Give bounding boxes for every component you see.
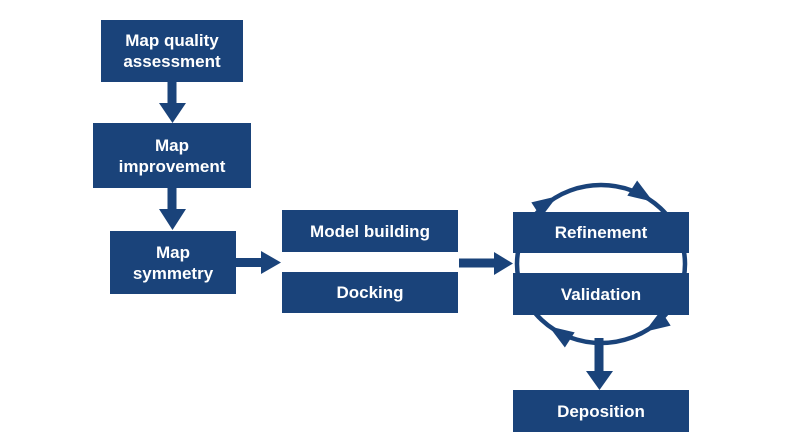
- node-refinement: Refinement: [513, 212, 689, 253]
- node-docking-label: Docking: [336, 283, 404, 302]
- arrow-symmetry-to-building: [234, 251, 281, 274]
- node-map-improvement-label: Map improvement: [118, 135, 226, 176]
- refinement-validation-cycle-icon: [514, 180, 688, 348]
- node-map-symmetry-label: Map symmetry: [132, 242, 214, 283]
- node-deposition: Deposition: [513, 390, 689, 432]
- node-map-improvement: Map improvement: [93, 123, 251, 188]
- node-deposition-label: Deposition: [557, 401, 645, 421]
- node-refinement-label: Refinement: [554, 223, 648, 242]
- cycle-arrowhead-top-right-icon: [627, 180, 654, 202]
- node-validation: Validation: [513, 273, 689, 315]
- arrow-improvement-to-symmetry: [159, 186, 186, 230]
- node-map-quality-assessment: Map quality assessment: [101, 20, 243, 82]
- node-validation-label: Validation: [560, 284, 642, 304]
- node-docking: Docking: [282, 272, 458, 313]
- cycle-arrowhead-bottom-left-icon: [548, 326, 575, 348]
- node-map-quality-assessment-label: Map quality assessment: [123, 31, 221, 71]
- arrow-assessment-to-improvement: [159, 80, 186, 123]
- arrow-cycle-to-deposition: [586, 338, 613, 390]
- node-map-symmetry: Map symmetry: [110, 231, 236, 294]
- cycle-arrowhead-bottom-right-icon: [644, 310, 671, 332]
- node-model-building-label: Model building: [310, 221, 430, 241]
- arrow-building-to-refinement: [459, 252, 513, 275]
- node-model-building: Model building: [282, 210, 458, 252]
